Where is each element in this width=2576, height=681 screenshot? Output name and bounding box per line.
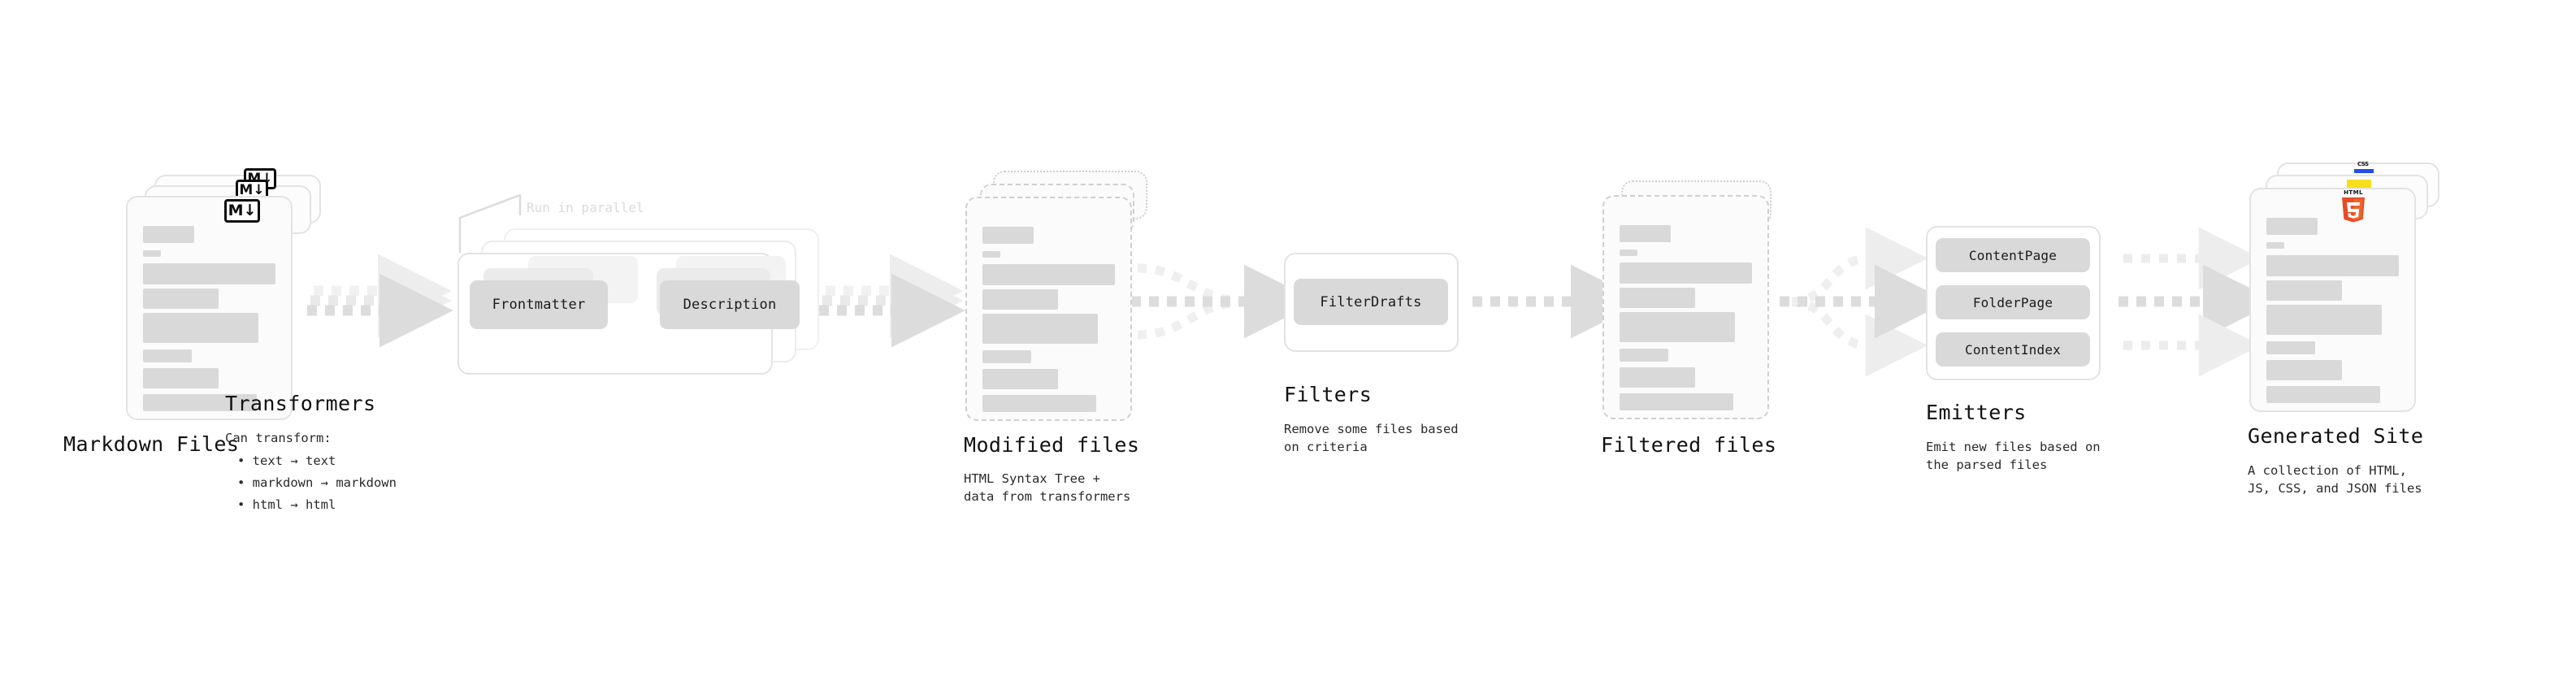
skeleton-subtext [1620, 249, 1637, 256]
skeleton-line-1 [2266, 255, 2399, 276]
skeleton-line-6 [982, 395, 1096, 412]
run-in-parallel-label: Run in parallel [527, 200, 644, 215]
generated-site-subtitle: A collection of HTML, JS, CSS, and JSON … [2248, 463, 2422, 497]
modified-files-subtitle: HTML Syntax Tree + data from transformer… [964, 471, 1131, 505]
markdown-card-front [126, 196, 293, 420]
css-badge [2354, 169, 2374, 173]
skeleton-line-3 [2266, 305, 2382, 335]
skeleton-line-4 [143, 349, 192, 362]
skeleton-line-2 [2266, 280, 2342, 301]
skeleton-heading [2266, 218, 2318, 235]
skeleton-line-4 [2266, 341, 2315, 354]
pill-frontmatter[interactable]: Frontmatter [470, 280, 608, 329]
skeleton-line-3 [1620, 312, 1735, 342]
skeleton-line-6 [143, 394, 257, 411]
skeleton-line-5 [143, 368, 219, 388]
stage-title-transformers: Transformers [225, 392, 376, 415]
modified-card-front [965, 197, 1132, 421]
skeleton-heading [143, 226, 194, 243]
emitters-subtitle: Emit new files based on the parsed files [1926, 440, 2101, 473]
arrow-transformers-to-modified [819, 254, 965, 348]
pill-filterdrafts[interactable]: FilterDrafts [1294, 279, 1448, 325]
skeleton-line-5 [1620, 367, 1695, 388]
html5-badge: HTML [2339, 187, 2368, 224]
svg-text:HTML: HTML [2344, 189, 2363, 196]
skeleton-line-4 [1620, 349, 1668, 362]
skeleton-line-6 [1620, 393, 1733, 410]
skeleton-subtext [143, 250, 161, 257]
filters-subtitle: Remove some files based on criteria [1284, 422, 1459, 455]
filtered-card-front [1602, 195, 1769, 419]
arrow-emitters-to-site [2118, 227, 2277, 377]
skeleton-subtext [2266, 242, 2284, 249]
stage-title-generated-site: Generated Site [2248, 424, 2424, 448]
pill-description[interactable]: Description [660, 280, 800, 329]
arrow-markdown-to-transformers [307, 254, 453, 348]
transformers-bullet-2: • markdown → markdown [237, 475, 397, 490]
skeleton-line-2 [1620, 288, 1695, 308]
pill-contentindex[interactable]: ContentIndex [1936, 332, 2090, 367]
markdown-badge-front: M↓ [224, 199, 260, 223]
skeleton-line-1 [143, 263, 275, 284]
skeleton-line-5 [2266, 360, 2342, 380]
pill-folderpage[interactable]: FolderPage [1936, 285, 2090, 319]
transformers-bullet-3: • html → html [237, 497, 336, 512]
skeleton-line-3 [982, 314, 1098, 344]
arrow-modified-to-filters [1131, 263, 1318, 340]
skeleton-line-1 [1620, 262, 1752, 284]
site-card-front [2249, 188, 2416, 412]
skeleton-line-2 [982, 289, 1058, 310]
transformers-subtitle: Can transform: [225, 431, 332, 445]
pill-contentpage[interactable]: ContentPage [1936, 238, 2090, 272]
stage-title-filters: Filters [1284, 383, 1373, 406]
arrow-filtered-to-emitters [1780, 227, 1949, 377]
css-badge-label: CSS [2357, 161, 2369, 167]
skeleton-heading [982, 227, 1034, 244]
skeleton-line-5 [982, 369, 1058, 389]
stage-title-modified-files: Modified files [964, 433, 1140, 457]
stage-title-filtered-files: Filtered files [1601, 433, 1777, 457]
stage-title-emitters: Emitters [1926, 401, 2027, 424]
skeleton-line-6 [2266, 386, 2380, 403]
skeleton-line-1 [982, 264, 1115, 285]
stage-title-markdown-files: Markdown Files [63, 432, 240, 456]
skeleton-heading [1620, 225, 1671, 242]
transformers-bullet-1: • text → text [237, 453, 336, 468]
skeleton-line-4 [982, 350, 1031, 363]
skeleton-line-2 [143, 288, 219, 309]
skeleton-subtext [982, 251, 1000, 258]
skeleton-line-3 [143, 313, 258, 343]
